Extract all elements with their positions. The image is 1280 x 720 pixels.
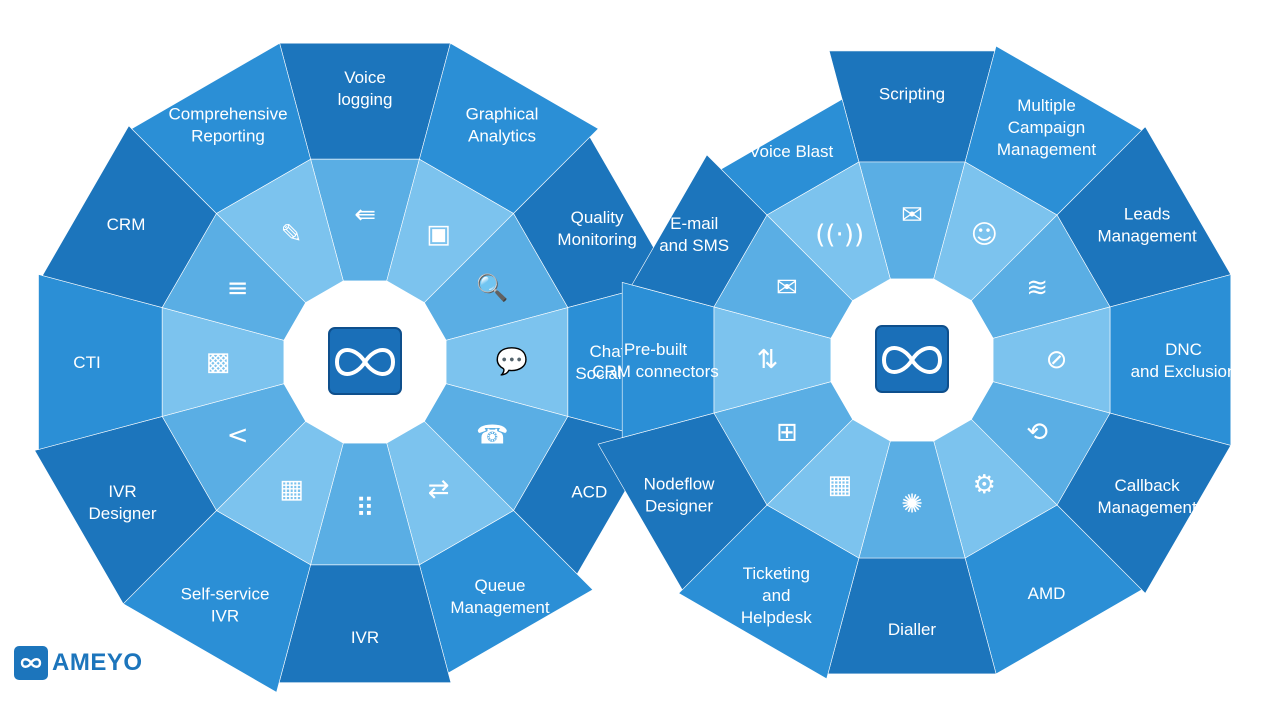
database-icon: ≡ (227, 274, 249, 304)
right-label-line: Voice Blast (749, 142, 833, 161)
right-label-line: E-mail (670, 214, 718, 233)
left-label-line: Queue (474, 576, 525, 595)
share-icon: < (227, 421, 249, 451)
right-label-line: Helpdesk (741, 608, 812, 627)
right-label-line: DNC (1165, 340, 1202, 359)
right-hub-logo (830, 278, 994, 442)
broadcast-icon: ((·)) (815, 220, 864, 250)
right-label-voice-blast: Voice Blast (749, 142, 833, 161)
document-search-icon: 🔍 (476, 271, 508, 304)
presentation-chart-icon: ▣ (426, 220, 451, 250)
group-icon: ☺ (971, 220, 998, 250)
nodes-icon: ⊞ (776, 417, 798, 447)
left-label-line: Reporting (191, 127, 265, 146)
right-label-line: AMD (1028, 584, 1066, 603)
right-label-line: Designer (645, 497, 713, 516)
steam-icon: ⚙ (973, 470, 996, 500)
right-label-amd: AMD (1028, 584, 1066, 603)
edit-icon: ✎ (281, 220, 303, 250)
right-label-dialler: Dialler (888, 620, 937, 639)
reply-all-icon: ⇚ (354, 200, 376, 230)
right-label-line: CRM connectors (592, 362, 719, 381)
ubuntu-icon: ✺ (901, 490, 923, 520)
left-label-line: Comprehensive (168, 105, 287, 124)
left-hub-logo (283, 280, 447, 444)
left-label-line: Quality (571, 208, 624, 227)
brand-name: AMEYO (52, 649, 143, 676)
right-label-line: Scripting (879, 85, 945, 104)
right-label-e-mail-and-sms: E-mail and SMS (659, 214, 729, 255)
left-label-line: IVR (108, 482, 136, 501)
right-label-dnc-and-exclusion: DNC and Exclusion (1131, 340, 1237, 381)
left-label-line: CTI (73, 353, 100, 372)
left-label-ivr: IVR (351, 628, 379, 647)
right-label-scripting: Scripting (879, 85, 945, 104)
phone-icon: ☎ (476, 421, 508, 451)
right-label-line: Ticketing (743, 564, 810, 583)
left-label-line: Analytics (468, 127, 536, 146)
left-label-line: Self-service (181, 585, 270, 604)
right-label-line: and Exclusion (1131, 362, 1237, 381)
right-label-line: and (762, 586, 790, 605)
right-label-line: Campaign (1008, 118, 1086, 137)
left-label-line: CRM (107, 215, 146, 234)
chat-bubbles-icon: 💬 (496, 346, 528, 377)
scroll-icon: ✉ (901, 201, 923, 231)
right-label-line: Callback (1114, 476, 1180, 495)
left-label-line: IVR (211, 607, 239, 626)
right-label-line: Management (1097, 226, 1197, 245)
shuffle-icon: ⇄ (428, 474, 450, 504)
left-label-line: logging (338, 90, 393, 109)
left-label-voice-logging: Voice logging (338, 68, 393, 109)
mail-icon: ✉ (776, 273, 798, 303)
right-segment-pre-built-crm-connectors (621, 282, 715, 438)
right-label-line: Multiple (1017, 96, 1076, 115)
left-label-cti: CTI (73, 353, 100, 372)
left-label-line: IVR (351, 628, 379, 647)
right-label-line: and SMS (659, 236, 729, 255)
infinity-logo-icon (14, 646, 48, 680)
infinity-logo-icon (334, 348, 396, 376)
left-label-ivr-designer: IVR Designer (88, 482, 156, 523)
callback-icon: ⟲ (1026, 417, 1048, 447)
left-label-acd: ACD (571, 483, 607, 502)
calculator-icon: ▦ (279, 474, 304, 504)
right-label-line: Management (1097, 498, 1197, 517)
right-label-line: Dialler (888, 620, 937, 639)
brand-logo: AMEYO (14, 646, 143, 680)
left-label-line: Monitoring (557, 230, 636, 249)
right-label-line: Management (997, 140, 1097, 159)
left-label-line: Graphical (466, 105, 539, 124)
keypad-icon: ⠿ (355, 494, 374, 524)
left-label-crm: CRM (107, 215, 146, 234)
left-label-line: Voice (344, 68, 386, 87)
left-label-line: ACD (571, 483, 607, 502)
left-label-line: Management (450, 598, 550, 617)
block-icon: ⊘ (1046, 345, 1068, 375)
left-label-line: Designer (88, 504, 156, 523)
right-label-line: Pre-built (624, 340, 688, 359)
infinity-logo-icon (881, 346, 943, 374)
paint-icon: ▩ (206, 347, 231, 377)
right-label-line: Nodeflow (644, 475, 716, 494)
grid-icon: ▦ (828, 470, 853, 500)
connect-icon: ⇅ (757, 345, 779, 375)
right-label-line: Leads (1124, 204, 1170, 223)
layers-icon: ≋ (1026, 273, 1048, 303)
